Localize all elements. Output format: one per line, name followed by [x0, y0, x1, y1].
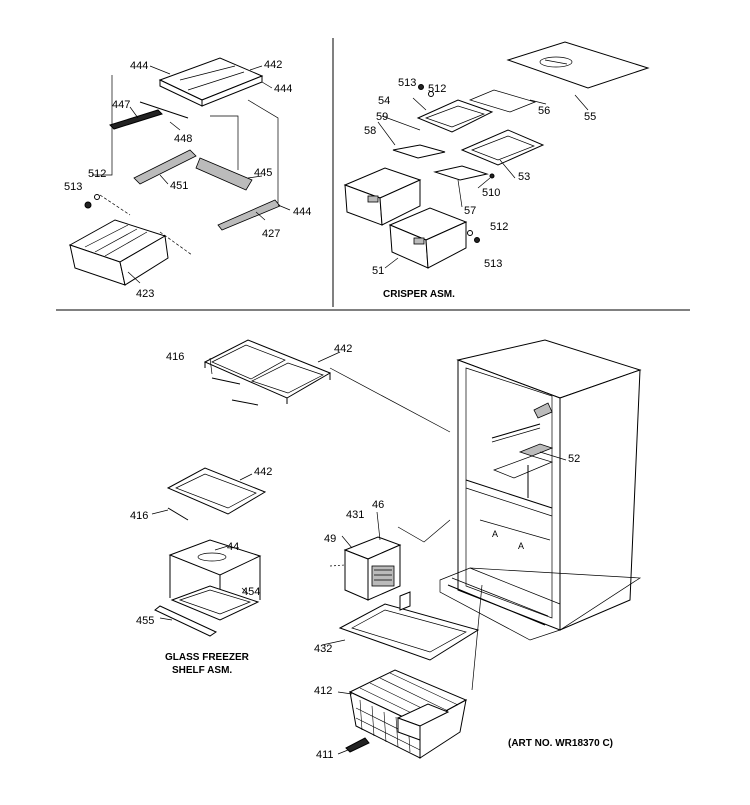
label-432: 432: [314, 643, 332, 655]
handle-411: [345, 737, 370, 753]
label-454: 454: [242, 586, 260, 598]
cabinet-front: [457, 359, 561, 631]
tray-432: [338, 603, 480, 661]
label-49: 49: [324, 533, 336, 545]
label-57: 57: [464, 205, 476, 217]
caption-glass-line2: SHELF ASM.: [172, 665, 232, 676]
label-59: 59: [376, 111, 388, 123]
caption-glass-line1: GLASS FREEZER: [165, 652, 250, 663]
label-423: 423: [136, 288, 154, 300]
crisper-cover-55: [506, 41, 650, 89]
label-512a: 512: [88, 168, 106, 180]
label-416a: 416: [166, 351, 184, 363]
pan-cover-54: [416, 99, 494, 133]
label-55: 55: [584, 111, 596, 123]
screw-513: [84, 201, 92, 209]
screw-510: [489, 173, 495, 179]
label-46: 46: [372, 499, 384, 511]
fitting-52: [518, 443, 554, 457]
label-427: 427: [262, 228, 280, 240]
label-53: 53: [518, 171, 530, 183]
label-442c: 442: [254, 466, 272, 478]
label-52: 52: [568, 453, 580, 465]
label-455: 455: [136, 615, 154, 627]
label-512b: 512: [428, 83, 446, 95]
divider-57: [433, 165, 489, 181]
label-51: 51: [372, 265, 384, 277]
label-448: 448: [174, 133, 192, 145]
label-56: 56: [538, 105, 550, 117]
rail-447: [109, 109, 163, 130]
label-431: 431: [346, 509, 364, 521]
crisper-assembly: [343, 41, 650, 269]
svg-text:A: A: [518, 541, 524, 551]
label-444c: 444: [293, 206, 311, 218]
refrigerator-cabinet: A A: [439, 339, 642, 691]
label-513c: 513: [484, 258, 502, 270]
trim-455: [154, 605, 218, 637]
shelf-442-double: [203, 339, 332, 399]
label-444b: 444: [274, 83, 292, 95]
caption-art-number: (ART NO. WR18370 C): [508, 738, 613, 749]
label-447: 447: [112, 99, 130, 111]
cabinet-side: [559, 369, 641, 631]
label-510: 510: [482, 187, 500, 199]
label-44: 44: [227, 541, 239, 553]
label-442a: 442: [264, 59, 282, 71]
label-54: 54: [378, 95, 390, 107]
rail-427: [217, 199, 281, 231]
divider-58: [392, 144, 446, 159]
label-512c: 512: [490, 221, 508, 233]
bottom-left-shelves: [151, 339, 451, 637]
frame-56: [468, 89, 537, 113]
label-513b: 513: [398, 77, 416, 89]
label-58: 58: [364, 125, 376, 137]
label-416b: 416: [130, 510, 148, 522]
label-444a: 444: [130, 60, 148, 72]
label-451: 451: [170, 180, 188, 192]
washer-512: [94, 194, 100, 200]
freezer-components: [321, 511, 480, 759]
pan-cover-53: [460, 129, 545, 166]
top-left-assembly: [68, 57, 291, 286]
caption-crisper: CRISPER ASM.: [383, 289, 455, 300]
bracket-445: [195, 157, 253, 191]
freezer-shelf-454: [170, 585, 260, 621]
label-442b: 442: [334, 343, 352, 355]
label-412: 412: [314, 685, 332, 697]
freezer-shelf-cover-44: [168, 539, 262, 576]
shelf-442-single: [166, 467, 267, 515]
label-411: 411: [316, 749, 334, 761]
svg-text:A: A: [492, 529, 498, 539]
bracket-451: [133, 149, 197, 185]
label-445: 445: [254, 167, 272, 179]
label-513a: 513: [64, 181, 82, 193]
